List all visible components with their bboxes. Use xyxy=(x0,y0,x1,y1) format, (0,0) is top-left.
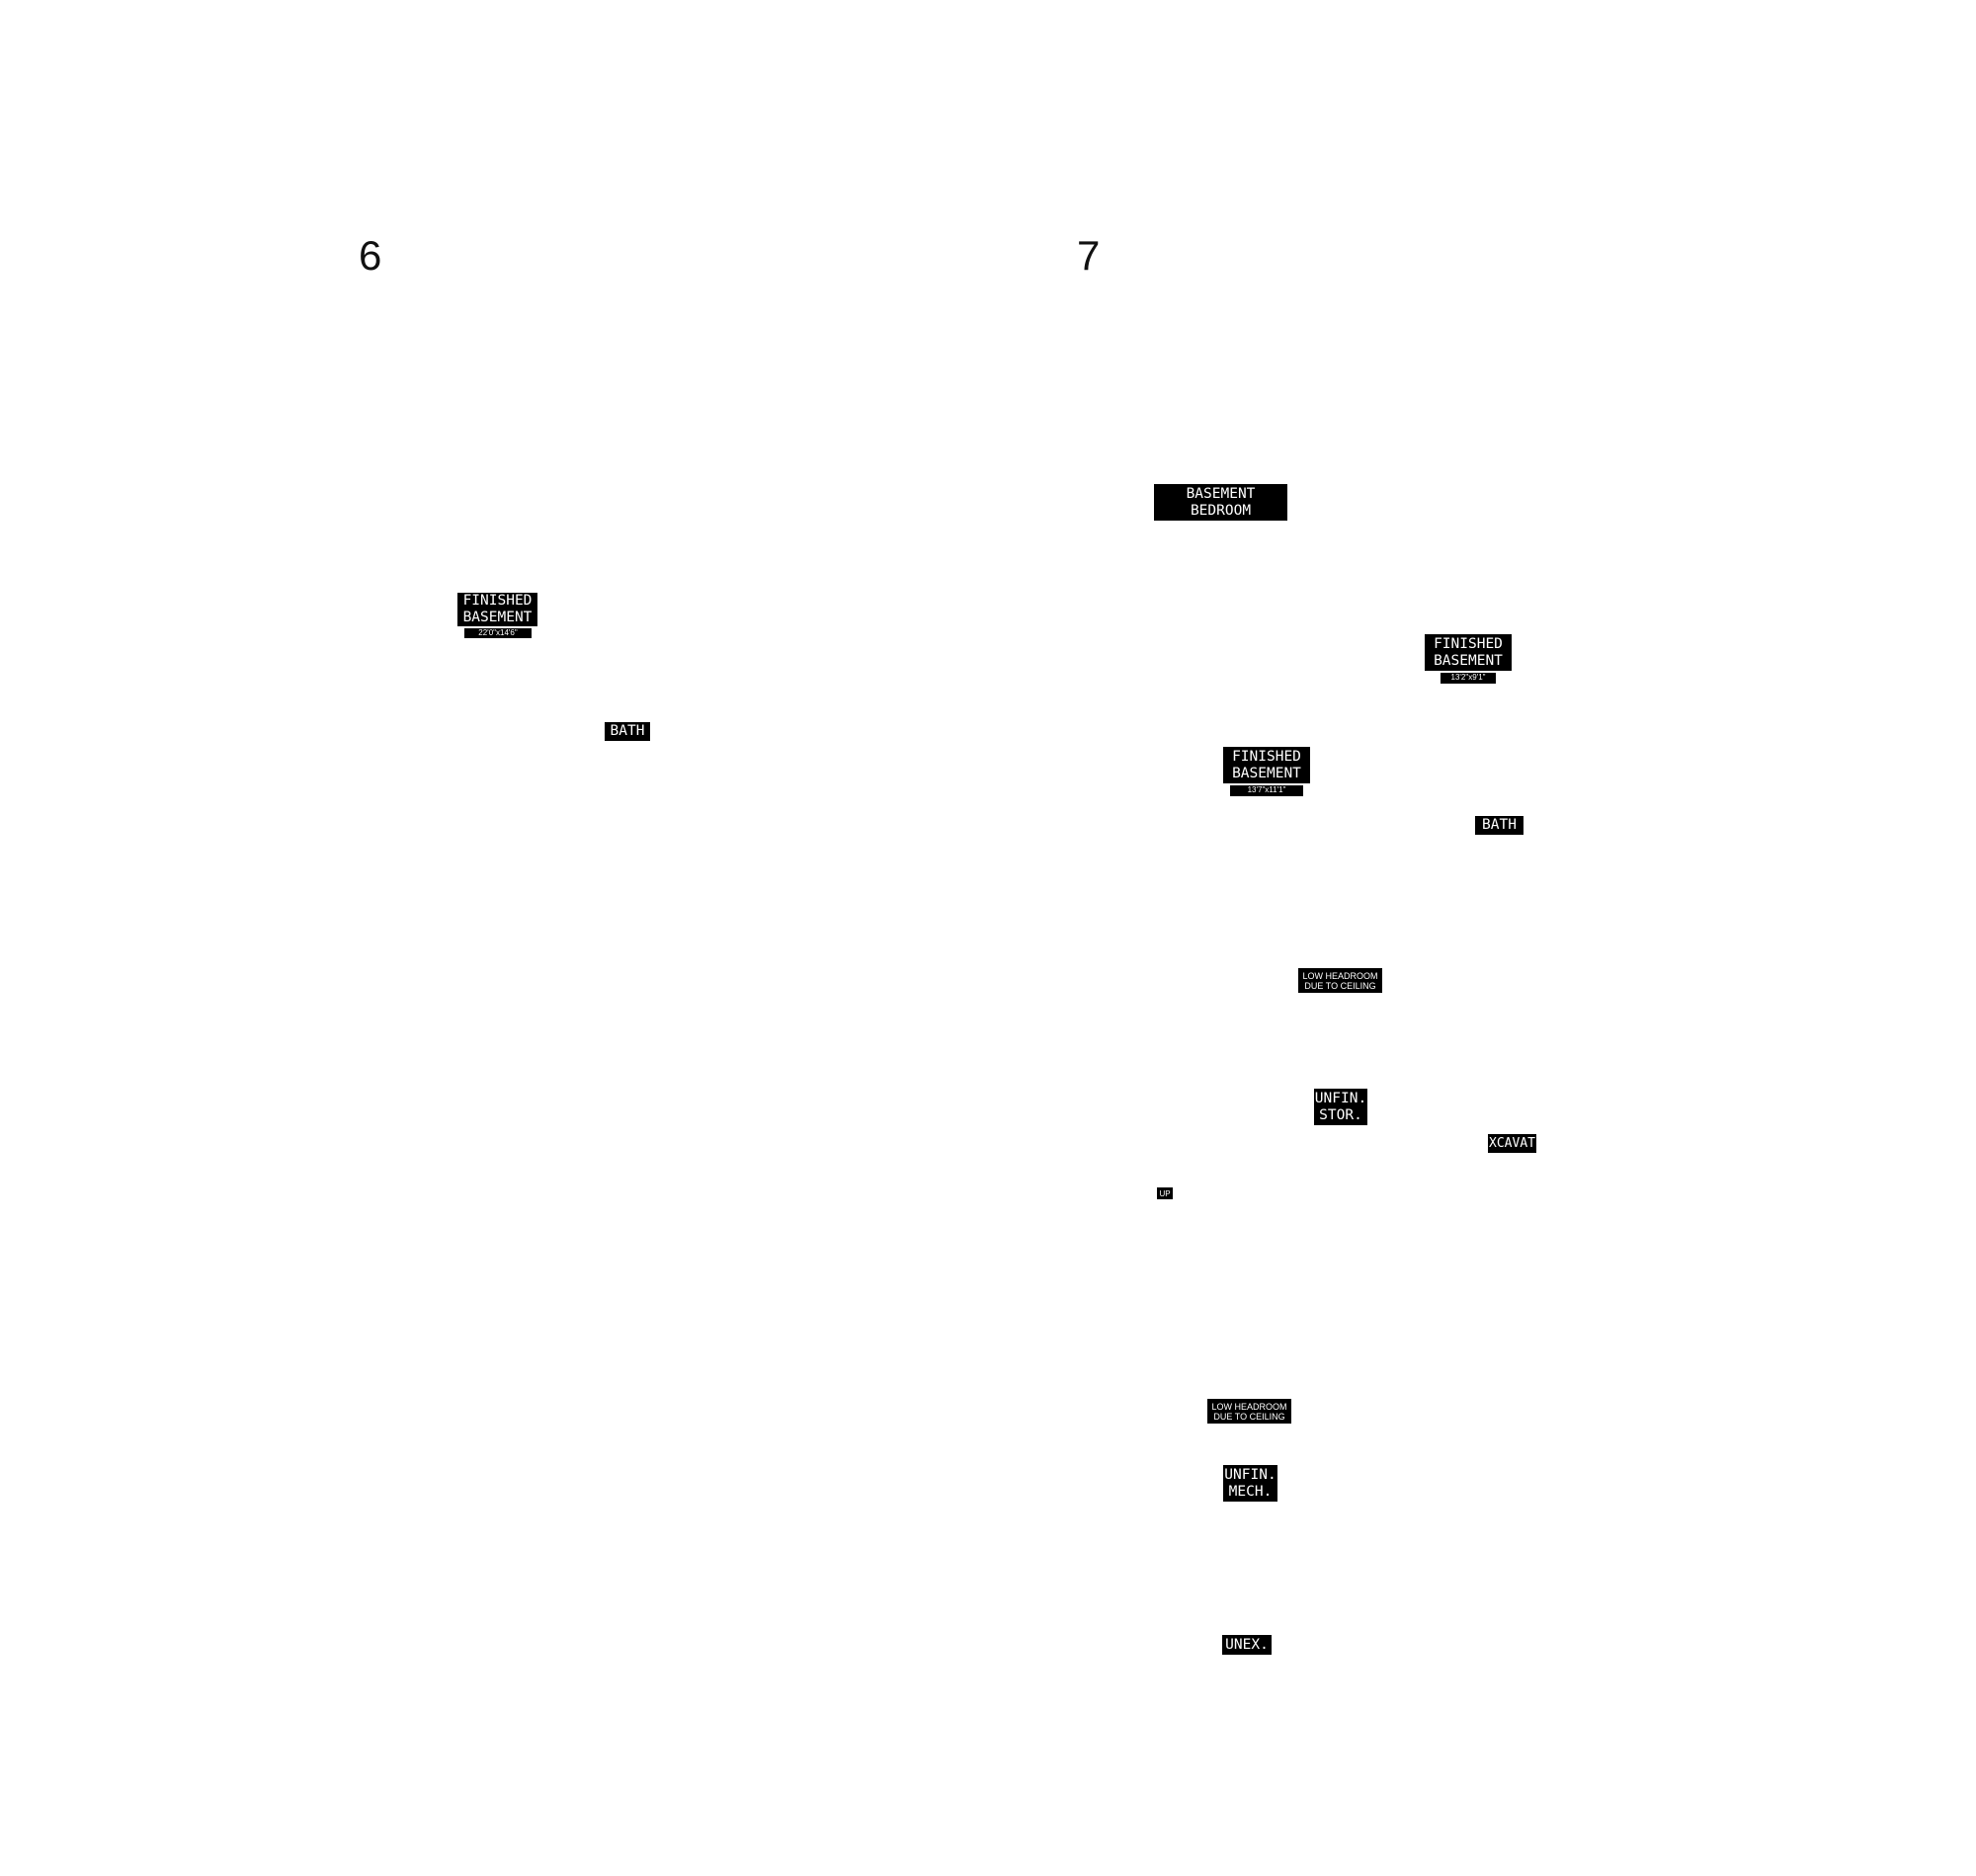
room-dimensions: 13'7"x11'1" xyxy=(1230,785,1303,796)
room-label-unfinished-mechanical: UNFIN. MECH. xyxy=(1223,1465,1277,1502)
room-label-unfinished-storage: UNFIN. STOR. xyxy=(1314,1089,1367,1125)
stair-label-up: UP xyxy=(1157,1187,1173,1199)
room-dimensions: 22'0"x14'6" xyxy=(464,628,532,638)
room-label-line: FINISHED xyxy=(1232,748,1301,765)
room-label-line: BASEMENT xyxy=(462,610,533,625)
room-label-line: UNFIN. xyxy=(1314,1090,1367,1106)
room-label-unexcavated: UNEX. xyxy=(1222,1635,1272,1655)
note-label-low-headroom: LOW HEADROOM DUE TO CEILING xyxy=(1298,968,1382,993)
room-label-line: MECH. xyxy=(1228,1483,1273,1500)
room-label-finished-basement-center: FINISHED BASEMENT xyxy=(1223,747,1310,783)
room-label-line: STOR. xyxy=(1319,1106,1362,1123)
room-label-line: UNEX. xyxy=(1225,1636,1269,1653)
room-label-line: BASEMENT xyxy=(1434,652,1503,669)
room-label-bath: BATH xyxy=(605,722,650,741)
room-dimensions: 13'2"x9'1" xyxy=(1441,673,1496,684)
room-label-line: BASEMENT xyxy=(1232,765,1301,781)
room-label-line: FINISHED xyxy=(462,593,533,609)
room-label-basement-bedroom: BASEMENT BEDROOM xyxy=(1154,484,1287,521)
note-label-line: DUE TO CEILING xyxy=(1304,980,1376,991)
room-label-excavation: XCAVAT xyxy=(1488,1134,1536,1153)
room-label-line: BATH xyxy=(610,723,645,739)
note-label-line: LOW HEADROOM xyxy=(1211,1401,1287,1412)
room-label-line: FINISHED xyxy=(1434,635,1503,652)
page-number-7: 7 xyxy=(1077,232,1101,279)
room-label-line: UNFIN. xyxy=(1224,1466,1276,1483)
stair-label-line: UP xyxy=(1159,1188,1171,1198)
note-label-line: DUE TO CEILING xyxy=(1213,1411,1285,1422)
room-label-line: BEDROOM xyxy=(1190,502,1252,519)
note-label-line: LOW HEADROOM xyxy=(1302,970,1378,981)
room-label-line: BATH xyxy=(1482,817,1517,833)
page-number-6: 6 xyxy=(359,232,382,279)
note-label-low-headroom: LOW HEADROOM DUE TO CEILING xyxy=(1207,1399,1291,1424)
room-label-finished-basement-right: FINISHED BASEMENT xyxy=(1425,634,1512,671)
room-label-line: XCAVAT xyxy=(1489,1136,1535,1151)
room-label-line: BASEMENT xyxy=(1186,485,1256,502)
room-label-finished-basement: FINISHED BASEMENT xyxy=(457,593,537,626)
room-label-bath: BATH xyxy=(1475,816,1523,835)
